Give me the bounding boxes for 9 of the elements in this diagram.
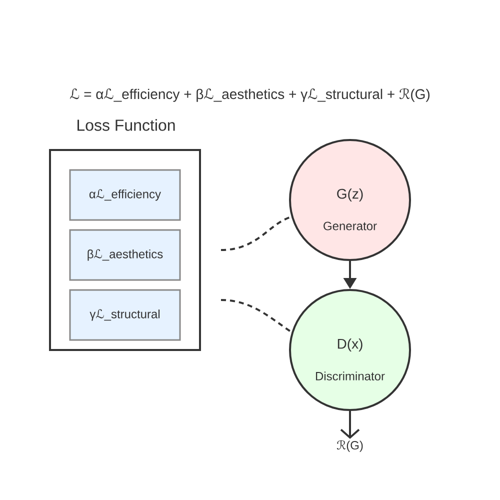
term-box: αℒ_efficiency — [69, 169, 181, 221]
term-box: γℒ_structural — [69, 289, 181, 341]
term-box: βℒ_aesthetics — [69, 229, 181, 281]
arrow — [340, 411, 360, 439]
formula-title: ℒ = αℒ_efficiency + βℒ_aesthetics + γℒ_structural + ℛ(G) — [70, 88, 430, 102]
panel-heading: Loss Function — [78, 119, 175, 131]
output-label: ℛ(G) — [336, 440, 363, 452]
dashed-connector — [220, 216, 292, 251]
dashed-connector — [220, 299, 292, 333]
